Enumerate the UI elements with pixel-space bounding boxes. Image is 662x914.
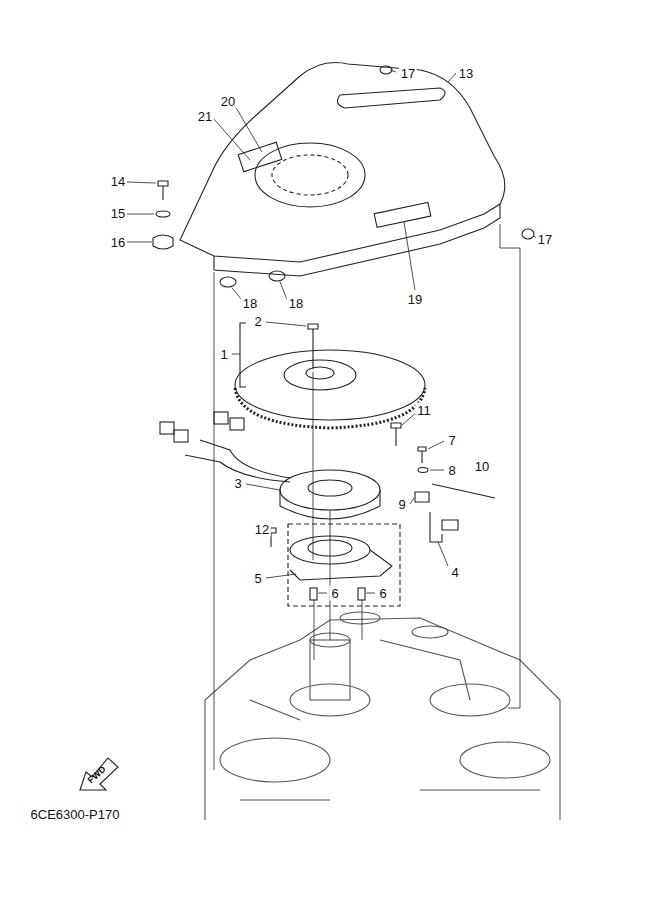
callout-number: 20 (219, 94, 237, 109)
grommet (269, 271, 285, 281)
flywheel-hub (284, 360, 356, 390)
callout-number: 18 (287, 296, 305, 311)
grommet (153, 235, 173, 249)
forward-arrow (80, 758, 118, 790)
top-cowling (180, 63, 505, 263)
label-plate (238, 142, 282, 171)
callout-number: 1 (218, 347, 229, 362)
bolt (158, 181, 168, 200)
callout-number: 17 (536, 232, 554, 247)
callout-number: 4 (449, 565, 460, 580)
callout-number: 15 (109, 206, 127, 221)
grommet (220, 277, 236, 287)
connector (230, 418, 244, 430)
label-plate (374, 202, 431, 227)
stator (280, 470, 380, 510)
engine-block (205, 612, 560, 820)
callout-number: 6 (377, 586, 388, 601)
connector (174, 430, 188, 442)
callout-number: 5 (252, 571, 263, 586)
callout-number: 19 (406, 292, 424, 307)
callout-number: 6 (329, 586, 340, 601)
connector (214, 412, 228, 424)
dowel-pin (310, 588, 317, 600)
callout-number: 8 (446, 463, 457, 478)
cowling-rim (214, 204, 500, 276)
callout-number: 13 (457, 66, 475, 81)
callout-number: 10 (473, 459, 491, 474)
alignment-line (214, 224, 520, 770)
flywheel (235, 350, 425, 420)
base-arm (290, 550, 392, 580)
clamp (415, 492, 429, 502)
bolt (391, 423, 401, 446)
connector (160, 422, 174, 434)
flywheel-hub (306, 367, 334, 379)
dowel-pin (358, 588, 365, 600)
stator-center (308, 480, 352, 496)
washer (156, 211, 170, 217)
callout-number: 17 (399, 66, 417, 81)
cowling-dome-inner (272, 155, 348, 195)
callout-number: 18 (241, 296, 259, 311)
wire-tie (432, 484, 495, 498)
washer (418, 468, 428, 473)
callout-number: 2 (252, 314, 263, 329)
callout-number: 12 (253, 522, 271, 537)
callout-number: 7 (446, 433, 457, 448)
leader-line (127, 70, 536, 593)
callout-number: 9 (396, 497, 407, 512)
callout-number: 16 (109, 235, 127, 250)
bracket (240, 323, 246, 387)
diagram-code: 6CE6300-P170 (29, 807, 122, 822)
callout-number: 14 (109, 174, 127, 189)
pulser-coil (430, 512, 458, 542)
ring-gear (235, 388, 425, 428)
bolt (308, 324, 318, 369)
bolt (418, 447, 426, 463)
callout-number: 11 (415, 403, 433, 418)
callout-number: 3 (232, 476, 243, 491)
direction-label: FWD (84, 763, 110, 788)
callout-number: 21 (196, 109, 214, 124)
cowling-dome (255, 143, 365, 207)
grommet (522, 229, 534, 239)
assembly-box (288, 524, 400, 606)
cowling-slot (337, 88, 445, 108)
